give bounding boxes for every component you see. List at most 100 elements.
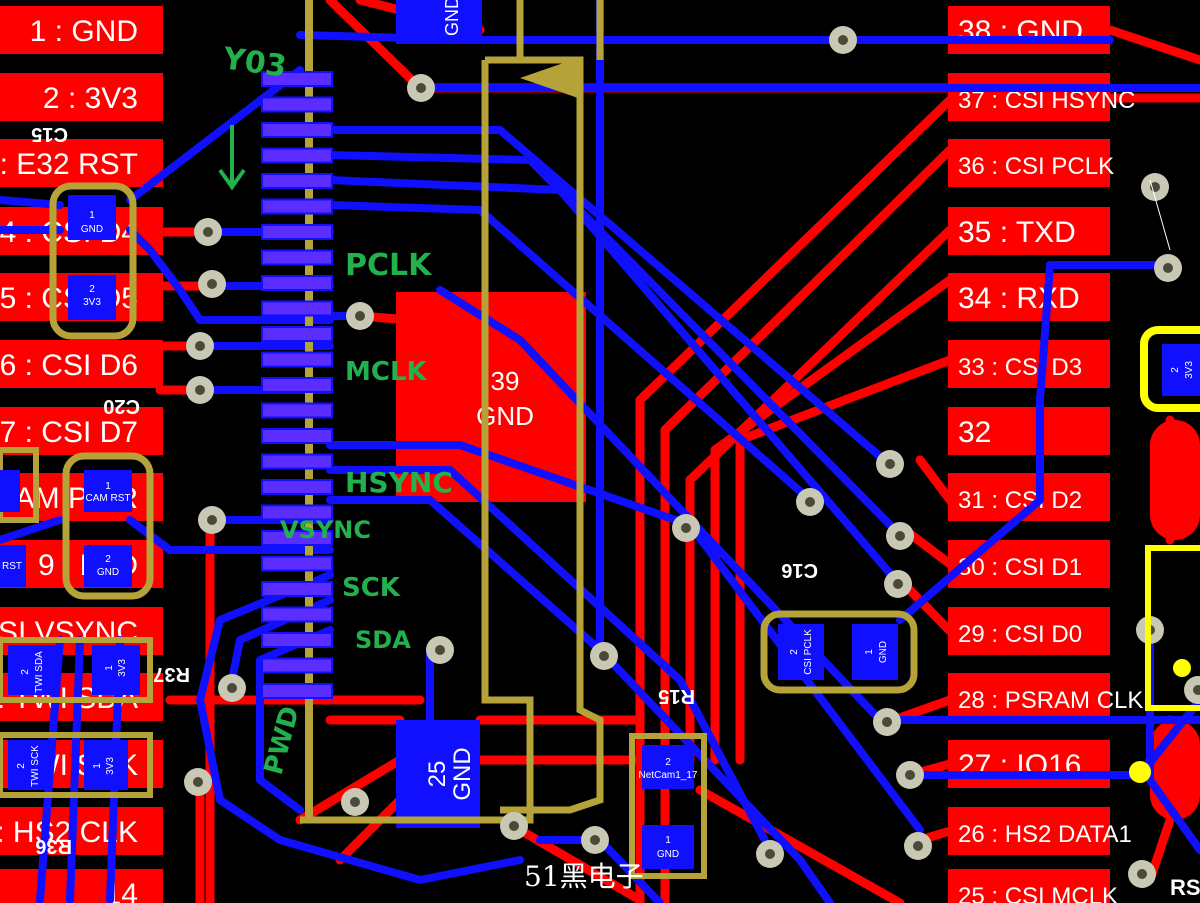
- left-pad-13[interactable]: [0, 807, 163, 855]
- left-pad-3[interactable]: [0, 139, 163, 187]
- top-blue-pad[interactable]: [396, 0, 482, 44]
- right-pad-4[interactable]: [948, 207, 1110, 255]
- c20-pad-2[interactable]: [84, 545, 132, 587]
- left-partial-pad-b[interactable]: [0, 545, 26, 587]
- fpc-pin-19[interactable]: [261, 530, 333, 546]
- fpc-pin-22[interactable]: [261, 606, 333, 623]
- via-hole-29: [1137, 869, 1147, 879]
- fpc-pin-13[interactable]: [261, 377, 333, 393]
- right-pad-3[interactable]: [948, 139, 1110, 187]
- vias: [184, 26, 1200, 888]
- c20-designator: C20: [103, 395, 140, 417]
- fpc-pin-5[interactable]: [261, 173, 333, 189]
- fpc-pin-6[interactable]: [261, 198, 333, 215]
- fpc-pin-16[interactable]: [261, 453, 333, 470]
- twi-sck-pad-2[interactable]: [8, 740, 50, 790]
- c15-pad2-num: 2: [89, 284, 95, 295]
- right-pad-7[interactable]: [948, 407, 1110, 455]
- via-hole-26: [1163, 263, 1173, 273]
- via-28[interactable]: [1184, 676, 1200, 704]
- fpc-pin-15[interactable]: [261, 428, 333, 444]
- right-pad-12[interactable]: [948, 740, 1110, 788]
- fpc-pin-10[interactable]: [261, 300, 333, 317]
- left-pad-2[interactable]: [0, 73, 163, 121]
- fpc-pin-25[interactable]: [261, 683, 333, 699]
- c15-pad-2[interactable]: [68, 275, 116, 320]
- twi-sck-pad1-num: 1: [92, 763, 103, 769]
- left-pad-9[interactable]: [0, 540, 163, 588]
- via-hole-5: [355, 311, 365, 321]
- via-hole-4: [207, 279, 217, 289]
- c16-pad-2[interactable]: [778, 624, 824, 680]
- right-pad-label-14: 25 : CSI MCLK: [958, 883, 1118, 903]
- via-hole-21: [882, 717, 892, 727]
- fpc-pin-9[interactable]: [261, 275, 333, 291]
- via-hole-10: [227, 683, 237, 693]
- right-pad-11[interactable]: [948, 673, 1110, 721]
- fpc-pin-3[interactable]: [261, 122, 333, 138]
- via-hole-9: [435, 645, 445, 655]
- via-hole-11: [193, 777, 203, 787]
- fpc-pin-12[interactable]: [261, 351, 333, 368]
- fpc-pin-20[interactable]: [261, 555, 333, 572]
- right-pad-13[interactable]: [948, 807, 1110, 855]
- annotation-vsync: VSYNC: [280, 516, 371, 544]
- gnd-pad-25[interactable]: [396, 720, 480, 828]
- fpc-pin-23[interactable]: [261, 632, 333, 648]
- r15-pad-2[interactable]: [642, 745, 694, 789]
- left-pad-label-2: 2 : 3V3: [43, 82, 138, 115]
- right-yellow-outline: [1145, 545, 1200, 711]
- c20-pad1-num: 1: [105, 481, 111, 492]
- fpc-pin-8[interactable]: [261, 249, 333, 266]
- fpc-pin-21[interactable]: [261, 581, 333, 597]
- left-pad-8[interactable]: [0, 473, 163, 521]
- fpc-pin-4[interactable]: [261, 147, 333, 164]
- fpc-pin-11[interactable]: [261, 326, 333, 342]
- left-pad-1[interactable]: [0, 6, 163, 54]
- right-pad-1[interactable]: [948, 6, 1110, 54]
- via-hole-7: [195, 385, 205, 395]
- gnd-pad-39-number: 39: [491, 366, 520, 396]
- left-pad-label-10: 10 : CSI VSYNC: [0, 616, 138, 649]
- r15-pad-1[interactable]: [642, 825, 694, 869]
- fpc-pin-14[interactable]: [261, 402, 333, 419]
- fpc-pin-1[interactable]: [261, 71, 333, 87]
- fpc-pin-17[interactable]: [261, 479, 333, 495]
- c16-pad-1[interactable]: [852, 624, 898, 680]
- yellow-test-point[interactable]: [1129, 761, 1151, 783]
- right-cap-outline: [1140, 326, 1200, 412]
- via-hole-19: [895, 531, 905, 541]
- twi-sda-pad-2[interactable]: [8, 645, 56, 695]
- twi-sck-pad-1[interactable]: [84, 740, 128, 790]
- right-pad-10[interactable]: [948, 607, 1110, 655]
- left-partial-pad-a[interactable]: [0, 470, 20, 512]
- via-hole-8: [207, 515, 217, 525]
- right-cap-pad[interactable]: [1162, 344, 1200, 396]
- annotation-hsync: HSYNC: [345, 466, 453, 499]
- fpc-pin-2[interactable]: [261, 96, 333, 113]
- right-pad-label-3: 36 : CSI PCLK: [958, 153, 1114, 180]
- left-pad-6[interactable]: [0, 340, 163, 388]
- fpc-pin-7[interactable]: [261, 224, 333, 240]
- twi-sda-pad-1[interactable]: [92, 645, 140, 695]
- c16-pad1-net: GND: [878, 641, 889, 663]
- c15-pad-1[interactable]: [68, 195, 116, 240]
- fpc-pin-18[interactable]: [261, 504, 333, 521]
- right-pad-2[interactable]: [948, 73, 1110, 121]
- right-pad-label-13: 26 : HS2 DATA1: [958, 821, 1132, 848]
- right-pad-5[interactable]: [948, 273, 1110, 321]
- left-pad-label-7: 7 : CSI D7: [0, 416, 138, 449]
- yellow-test-point-2[interactable]: [1173, 659, 1191, 677]
- left-pad-14[interactable]: [0, 869, 163, 903]
- fpc-pin-24[interactable]: [261, 657, 333, 674]
- c15-designator: C15: [31, 123, 68, 145]
- right-pad-14[interactable]: [948, 869, 1110, 903]
- left-partial-pad-b-net: RST: [2, 561, 22, 572]
- right-cap-pad-net: 3V3: [1184, 361, 1195, 379]
- right-pad-6[interactable]: [948, 340, 1110, 388]
- c20-pad-1[interactable]: [84, 470, 132, 512]
- right-pad-9[interactable]: [948, 540, 1110, 588]
